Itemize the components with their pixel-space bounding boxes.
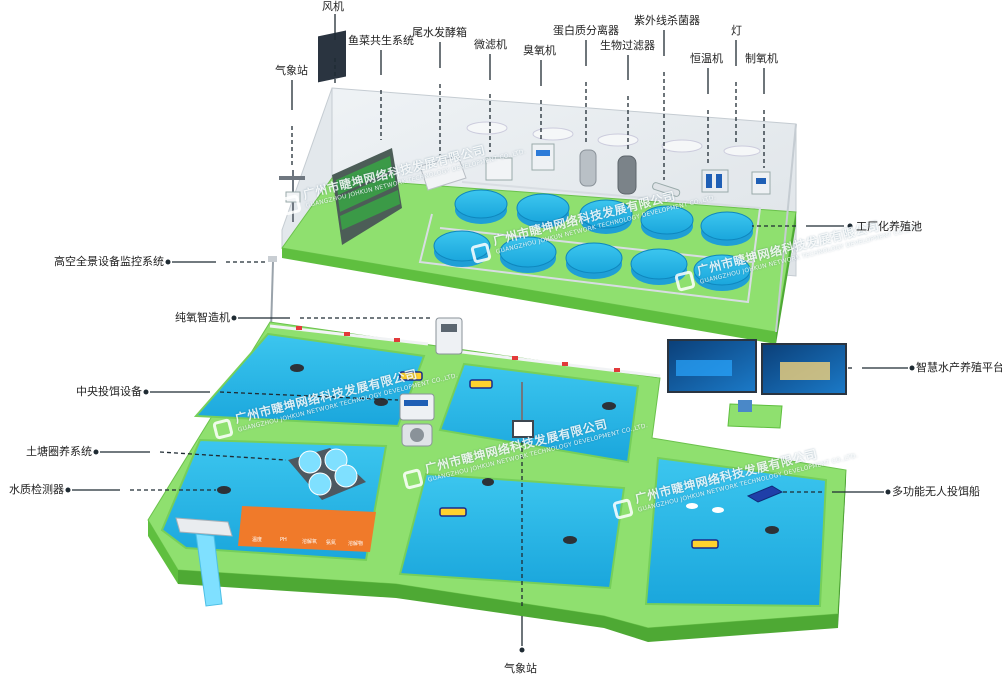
label-ozone-machine: 臭氧机 — [523, 44, 556, 57]
label-pond-enclosure: 土塘圈养系统 — [26, 445, 92, 458]
sensor-label: 溶解氧 — [302, 539, 318, 545]
label-weather-station-bottom: 气象站 — [504, 662, 537, 675]
pond-platform — [147, 317, 847, 642]
fan-icon — [318, 30, 346, 83]
pipe-valves — [296, 326, 620, 372]
label-bio-filter: 生物过滤器 — [600, 39, 655, 52]
label-fan: 风机 — [322, 0, 344, 13]
leader-lines — [72, 14, 908, 646]
label-panorama-monitor: 高空全景设备监控系统 — [54, 255, 164, 268]
ceiling-lights — [466, 121, 761, 157]
label-aquaponics: 鱼菜共生系统 — [348, 34, 414, 47]
paddle-aerators — [399, 371, 719, 549]
outflow-channel — [175, 517, 233, 607]
label-central-feeder: 中央投饵设备 — [76, 385, 142, 398]
leader-dots — [65, 223, 915, 653]
panorama-camera-icon — [268, 256, 277, 331]
label-smart-platform: 智慧水产养殖平台 — [916, 361, 1002, 374]
factory-tanks — [433, 189, 754, 291]
aquaponics-racks — [332, 148, 402, 245]
pond-top-left — [193, 332, 426, 428]
sensor-label: 氨氮 — [326, 540, 337, 546]
label-pure-oxygen-machine: 纯氧智造机 — [175, 311, 230, 324]
factory-greenhouse — [279, 30, 797, 344]
micro-filter-icon — [485, 157, 513, 181]
label-weather-station-top: 气象站 — [275, 64, 308, 77]
sensor-panel — [238, 506, 376, 552]
label-oxygen-maker: 制氧机 — [745, 52, 778, 65]
label-micro-filter: 微滤机 — [474, 38, 507, 51]
weather-station-center-icon — [512, 382, 534, 438]
water-detectors — [217, 364, 779, 544]
label-protein-separator: 蛋白质分离器 — [553, 24, 619, 37]
label-thermostat: 恒温机 — [690, 52, 723, 65]
pure-oxygen-machine-icon — [435, 317, 463, 355]
label-uv-sterilizer: 紫外线杀菌器 — [634, 14, 700, 27]
label-lamp: 灯 — [731, 24, 742, 37]
central-feeder-icon — [399, 393, 435, 447]
pond-right — [644, 456, 828, 608]
sensor-label: 温度 — [252, 537, 263, 543]
label-factory-tanks: 工厂化养殖池 — [856, 220, 922, 233]
pond-enclosure-icon — [288, 448, 366, 500]
protein-separator-icon — [579, 149, 597, 187]
swans — [686, 503, 724, 513]
label-tail-water-tank: 尾水发酵箱 — [412, 26, 467, 39]
label-feeding-boat: 多功能无人投饵船 — [892, 485, 980, 498]
smart-platform-monitors — [667, 339, 847, 429]
unmanned-feeding-boat-icon — [746, 485, 784, 503]
pond-bottom-middle — [398, 472, 626, 590]
sensor-label: 溶解物 — [348, 541, 364, 547]
weather-station-top-icon — [279, 170, 305, 222]
uv-sterilizer-icon — [652, 182, 681, 197]
label-water-detector: 水质检测器 — [9, 483, 64, 496]
bio-filter-icon — [617, 155, 637, 195]
ozone-machine-icon — [531, 143, 555, 171]
sensor-label: PH — [280, 537, 287, 543]
